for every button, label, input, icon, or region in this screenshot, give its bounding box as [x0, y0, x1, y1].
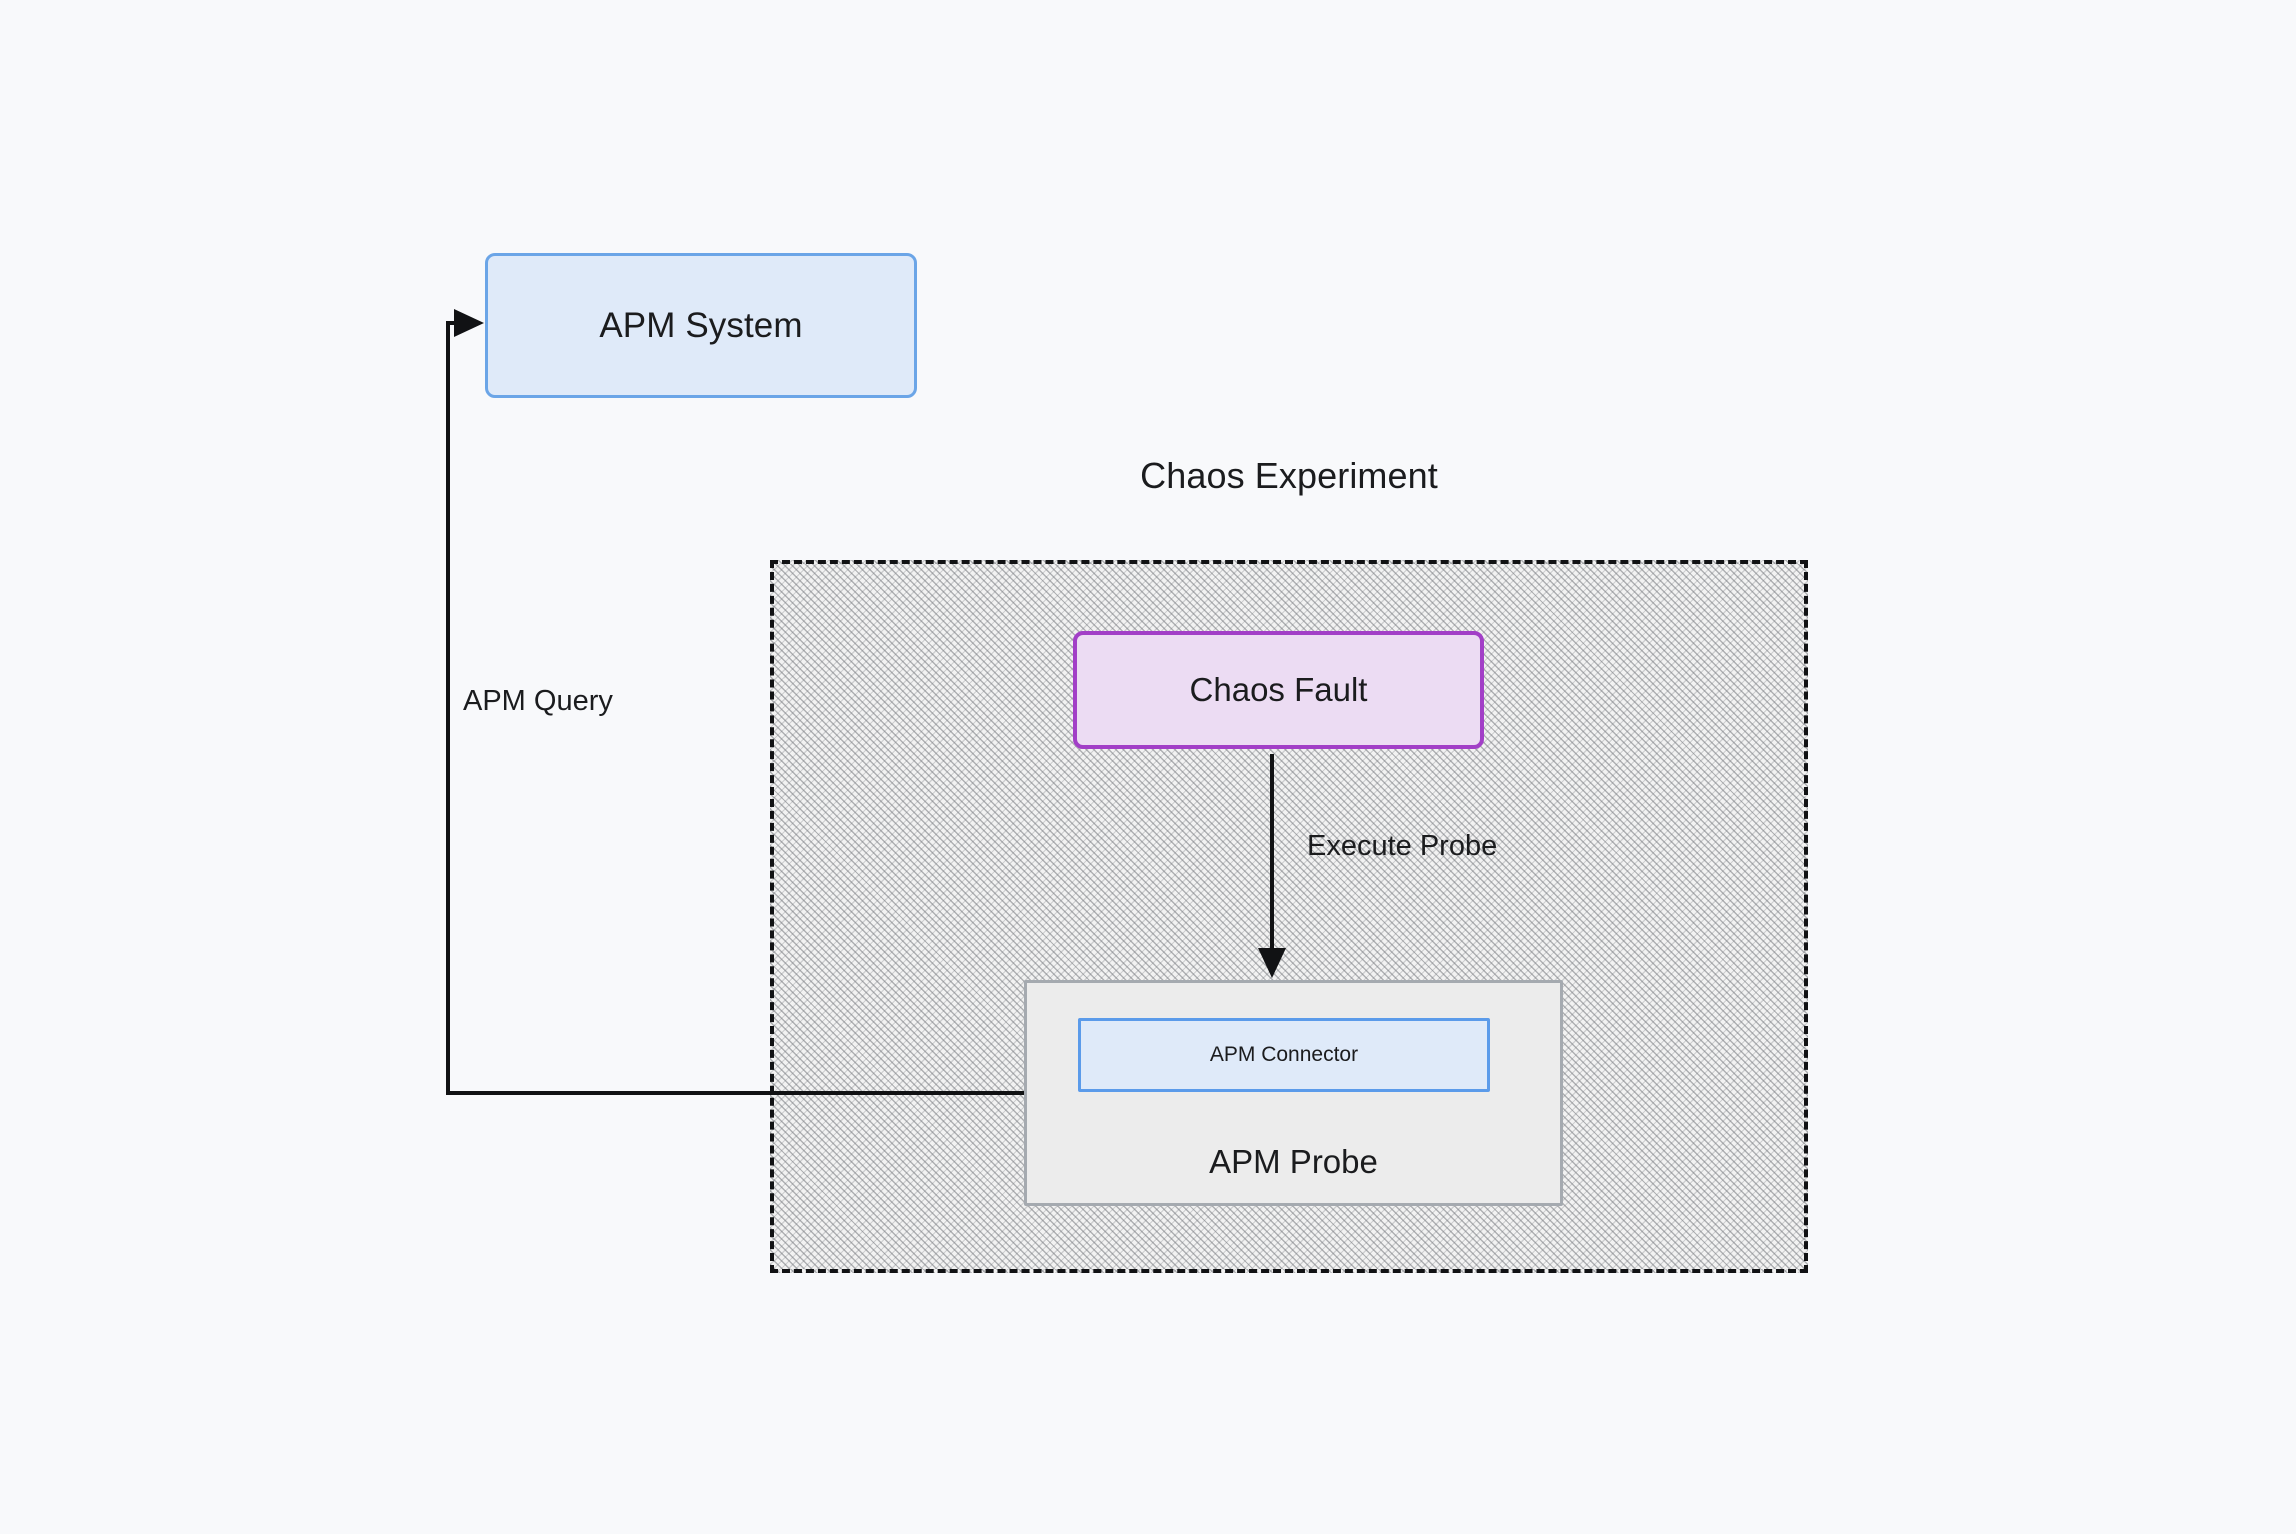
node-chaos-fault[interactable]: Chaos Fault	[1073, 631, 1484, 749]
edge-apm-query-arrowhead	[454, 309, 484, 337]
node-chaos-fault-label: Chaos Fault	[1189, 671, 1368, 708]
node-apm-connector-label: APM Connector	[1209, 1043, 1359, 1066]
edge-label-execute-probe: Execute Probe	[1307, 830, 1498, 862]
node-apm-system[interactable]: APM System	[485, 253, 917, 398]
node-apm-probe[interactable]: APM Probe	[1024, 980, 1563, 1206]
node-apm-probe-label: APM Probe	[1209, 1143, 1378, 1180]
node-apm-connector[interactable]: APM Connector	[1078, 1018, 1490, 1092]
node-apm-system-label: APM System	[599, 305, 803, 345]
edge-label-apm-query: APM Query	[463, 685, 613, 717]
cluster-title-chaos-experiment: Chaos Experiment	[1140, 455, 1438, 496]
